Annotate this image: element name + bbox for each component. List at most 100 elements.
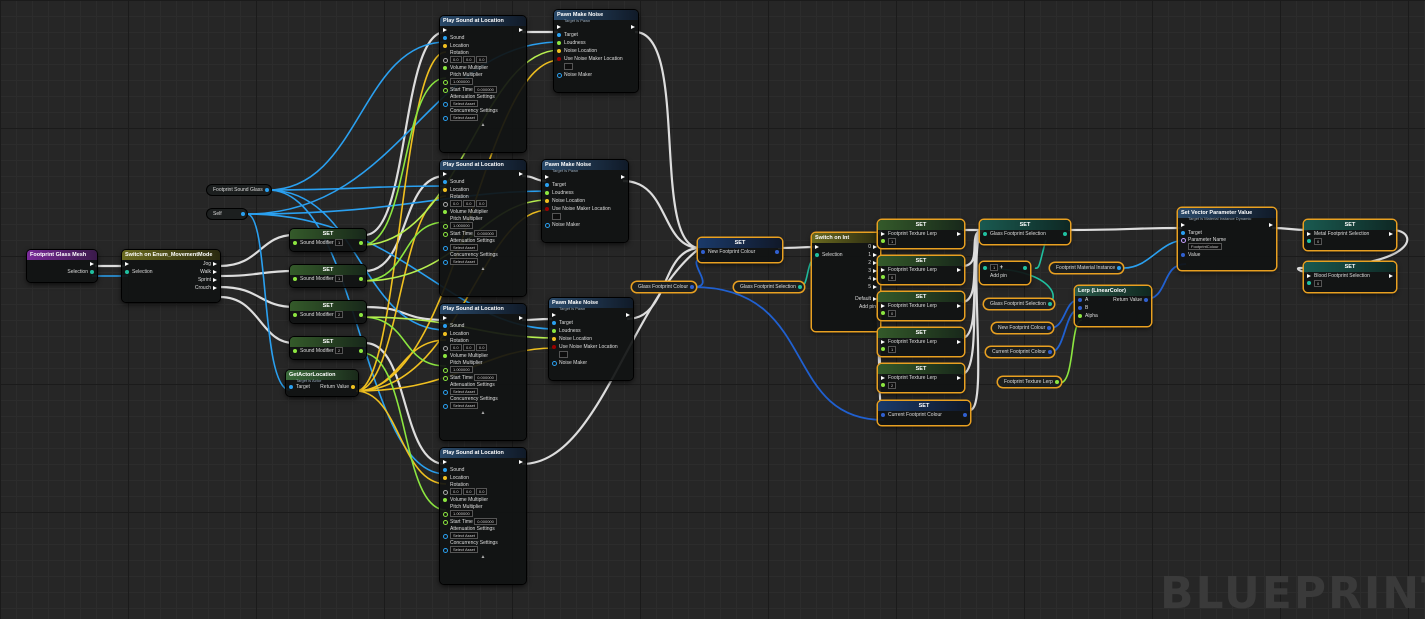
- attenuation-pin[interactable]: [443, 102, 448, 107]
- value-field[interactable]: 2: [335, 311, 344, 319]
- volume-pin[interactable]: [443, 66, 447, 70]
- rotation-z-field[interactable]: 0.0: [475, 56, 488, 64]
- expand-arrow-icon[interactable]: ▲: [480, 554, 486, 560]
- value-pin[interactable]: [881, 347, 885, 351]
- set-metal-footprint-selection-node[interactable]: SET Metal Footprint Selection 0: [1304, 220, 1396, 250]
- exec-out-pin[interactable]: [213, 270, 217, 274]
- out-pin[interactable]: [963, 413, 967, 417]
- value-pin[interactable]: [881, 275, 885, 279]
- attenuation-pin[interactable]: [443, 246, 448, 251]
- exec-out-pin[interactable]: [213, 262, 217, 266]
- new-footprint-colour-getter[interactable]: New Footprint Colour: [992, 323, 1054, 333]
- value-field[interactable]: 1: [335, 275, 344, 283]
- noise-location-pin[interactable]: [545, 199, 549, 203]
- value-pin[interactable]: [701, 250, 705, 254]
- target-pin[interactable]: [552, 321, 556, 325]
- param-name-pin[interactable]: [1181, 238, 1186, 243]
- exec-in-pin[interactable]: [815, 245, 819, 249]
- start-field[interactable]: 0.000000: [474, 374, 497, 382]
- b-value-field[interactable]: 1: [990, 264, 999, 272]
- return-pin[interactable]: [1144, 298, 1148, 302]
- rotation-z-field[interactable]: 0.0: [475, 344, 488, 352]
- b-pin[interactable]: [1078, 306, 1082, 310]
- attenuation-asset-select[interactable]: Select Asset: [450, 388, 479, 396]
- footprint-texture-lerp-getter[interactable]: Footprint Texture Lerp: [998, 377, 1061, 387]
- rotation-z-field[interactable]: 0.0: [475, 488, 488, 496]
- out-pin[interactable]: [1063, 232, 1067, 236]
- exec-in-pin[interactable]: [881, 376, 885, 380]
- value-pin[interactable]: [1181, 253, 1185, 257]
- set-blood-footprint-selection-node[interactable]: SET Blood Footprint Selection 0: [1304, 262, 1396, 292]
- concurrency-pin[interactable]: [443, 260, 448, 265]
- start-pin[interactable]: [443, 376, 448, 381]
- sound-pin[interactable]: [443, 468, 447, 472]
- self-var[interactable]: Self: [207, 209, 247, 219]
- rotation-x-field[interactable]: 0.0: [450, 200, 462, 208]
- attenuation-pin[interactable]: [443, 390, 448, 395]
- glass-footprint-selection-var[interactable]: Glass Footprint Selection: [734, 282, 804, 292]
- value-pin[interactable]: [983, 232, 987, 236]
- glass-footprint-selection-getter[interactable]: Glass Footprint Selection: [984, 299, 1054, 309]
- exec-in-pin[interactable]: [443, 460, 447, 464]
- sound-pin[interactable]: [443, 324, 447, 328]
- value-pin[interactable]: [1307, 239, 1311, 243]
- value-pin[interactable]: [293, 241, 297, 245]
- exec-in-pin[interactable]: [557, 25, 561, 29]
- exec-out-pin[interactable]: [90, 262, 94, 266]
- out-pin[interactable]: [1047, 350, 1052, 354]
- attenuation-asset-select[interactable]: Select Asset: [450, 100, 479, 108]
- target-pin[interactable]: [545, 183, 549, 187]
- out-pin[interactable]: [359, 241, 363, 245]
- volume-pin[interactable]: [443, 498, 447, 502]
- expand-arrow-icon[interactable]: ▲: [480, 122, 486, 128]
- set-new-footprint-colour-node[interactable]: SET New Footprint Colour: [698, 238, 782, 262]
- value-pin[interactable]: [881, 311, 885, 315]
- exec-in-pin[interactable]: [443, 172, 447, 176]
- rotation-pin[interactable]: [443, 202, 448, 207]
- noise-maker-pin[interactable]: [552, 361, 557, 366]
- alpha-pin[interactable]: [1078, 314, 1082, 318]
- attenuation-asset-select[interactable]: Select Asset: [450, 532, 479, 540]
- pitch-pin[interactable]: [443, 368, 448, 373]
- target-pin[interactable]: [289, 385, 293, 389]
- use-noise-checkbox[interactable]: [552, 213, 561, 221]
- exec-out-pin[interactable]: [213, 278, 217, 282]
- play-sound-at-location-node[interactable]: Play Sound at Location Sound Location Ro…: [440, 448, 526, 584]
- noise-location-pin[interactable]: [552, 337, 556, 341]
- attenuation-pin[interactable]: [443, 534, 448, 539]
- play-sound-at-location-node[interactable]: Play Sound at Location Sound Location Ro…: [440, 160, 526, 296]
- exec-out-pin[interactable]: [626, 313, 630, 317]
- value-pin[interactable]: [1307, 281, 1311, 285]
- concurrency-pin[interactable]: [443, 404, 448, 409]
- target-pin[interactable]: [557, 33, 561, 37]
- exec-out-pin[interactable]: [631, 25, 635, 29]
- pitch-field[interactable]: 1.000000: [450, 366, 473, 374]
- attenuation-asset-select[interactable]: Select Asset: [450, 244, 479, 252]
- out-pin[interactable]: [1023, 266, 1027, 270]
- exec-in-pin[interactable]: [881, 340, 885, 344]
- value-field[interactable]: 0: [888, 274, 897, 281]
- use-noise-pin[interactable]: [557, 57, 561, 61]
- start-pin[interactable]: [443, 520, 448, 525]
- value-field[interactable]: 1: [335, 239, 344, 247]
- exec-out-pin[interactable]: [1269, 223, 1273, 227]
- value-pin[interactable]: [293, 349, 297, 353]
- rotation-z-field[interactable]: 0.0: [475, 200, 488, 208]
- set-sound-modifier-node[interactable]: SET Sound Modifier 2: [290, 337, 366, 359]
- set-sound-modifier-node[interactable]: SET Sound Modifier 1: [290, 229, 366, 251]
- pitch-pin[interactable]: [443, 224, 448, 229]
- exec-in-pin[interactable]: [545, 175, 549, 179]
- use-noise-pin[interactable]: [552, 345, 556, 349]
- set-sound-modifier-node[interactable]: SET Sound Modifier 1: [290, 265, 366, 287]
- set-current-footprint-colour-node[interactable]: SET Current Footprint Colour: [878, 401, 970, 425]
- loudness-pin[interactable]: [557, 41, 561, 45]
- use-noise-checkbox[interactable]: [564, 63, 573, 71]
- exec-out-pin[interactable]: [519, 172, 523, 176]
- use-noise-pin[interactable]: [545, 207, 549, 211]
- play-sound-at-location-node[interactable]: Play Sound at Location Sound Location Ro…: [440, 304, 526, 440]
- out-pin[interactable]: [1047, 302, 1052, 306]
- start-pin[interactable]: [443, 232, 448, 237]
- rotation-y-field[interactable]: 0.0: [462, 344, 475, 352]
